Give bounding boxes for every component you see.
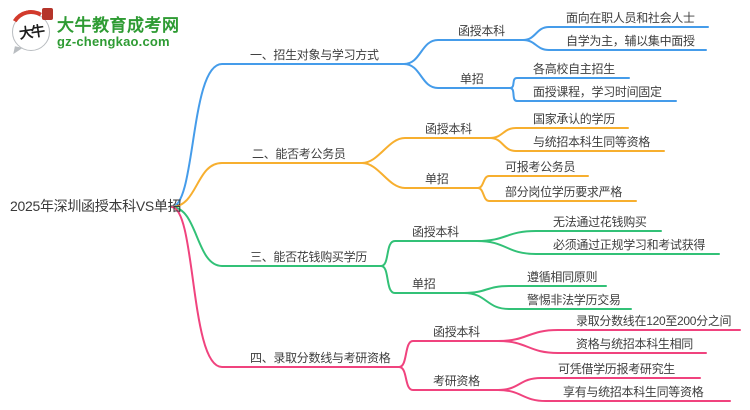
branch-3-sub-2-label: 单招 [412, 277, 436, 291]
branch-3-leaf-2: 必须通过正规学习和考试获得 [553, 238, 706, 252]
root-topic: 2025年深圳函授本科VS单招 [10, 198, 182, 214]
branch-4-sub-1-label: 函授本科 [433, 325, 480, 339]
branch-2-leaf-3: 可报考公务员 [505, 160, 576, 174]
branch-2-leaf-1: 国家承认的学历 [533, 112, 615, 126]
branch-1-leaf-3: 各高校自主招生 [533, 62, 615, 76]
branch-1-label: 一、招生对象与学习方式 [250, 48, 379, 62]
branch-2-leaf-4: 部分岗位学历要求严格 [505, 185, 623, 199]
branch-3-sub-1-label: 函授本科 [412, 225, 459, 239]
branch-1-leaf-4: 面授课程，学习时间固定 [533, 85, 662, 99]
branch-3-leaf-4: 警惕非法学历交易 [527, 293, 621, 307]
branch-2-label: 二、能否考公务员 [252, 147, 346, 161]
branch-1-leaf-2: 自学为主，辅以集中面授 [566, 34, 695, 48]
site-domain: gz-chengkao.com [57, 33, 170, 49]
branch-2-leaf-2: 与统招本科生同等资格 [533, 135, 651, 149]
branch-4-sub-2-label: 考研资格 [433, 374, 480, 388]
branch-3-leaf-1: 无法通过花钱购买 [553, 215, 647, 229]
site-name: 大牛教育成考网 [57, 15, 180, 35]
logo-characters: 大牛 [18, 24, 45, 43]
logo-bubble-tail-icon [13, 46, 23, 56]
branch-1-sub-1-label: 函授本科 [458, 24, 505, 38]
branch-4-leaf-3: 可凭借学历报考研究生 [558, 362, 676, 376]
logo-bubble-icon: 大牛 [5, 5, 57, 57]
branch-3-label: 三、能否花钱购买学历 [250, 250, 368, 264]
branch-4-label: 四、录取分数线与考研资格 [250, 351, 391, 365]
site-logo[interactable]: 大牛 大牛教育成考网 gz-chengkao.com [5, 5, 180, 57]
branch-2-sub-2-label: 单招 [425, 172, 449, 186]
branch-1-leaf-1: 面向在职人员和社会人士 [566, 11, 695, 25]
logo-red-seal-icon [42, 8, 53, 20]
branch-3-leaf-3: 遵循相同原则 [527, 270, 598, 284]
branch-4-leaf-2: 资格与统招本科生相同 [576, 337, 694, 351]
branch-2-sub-1-label: 函授本科 [425, 122, 472, 136]
branch-4-leaf-4: 享有与统招本科生同等资格 [563, 385, 704, 399]
branch-4-leaf-1: 录取分数线在120至200分之间 [576, 314, 732, 328]
branch-1-sub-2-label: 单招 [460, 72, 484, 86]
